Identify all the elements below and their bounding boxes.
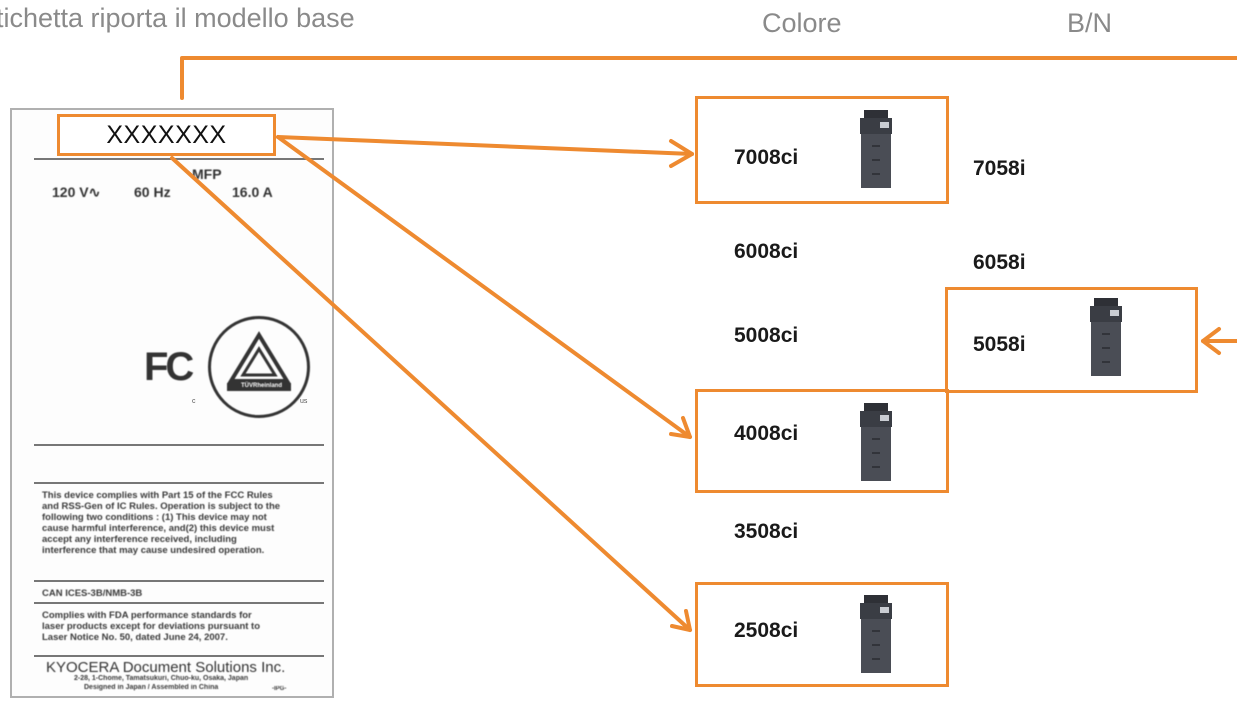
tuv-triangle-icon [227, 331, 291, 391]
arrow-line-7008ci [276, 135, 694, 156]
column-header-bw: B/N [1067, 8, 1113, 38]
fcc-logo: FC [144, 345, 194, 389]
arrow-line-4008ci [276, 135, 692, 439]
model-tag-text: XXXXXXX [106, 120, 227, 149]
manufacturer-name: KYOCERA Document Solutions Inc. [46, 659, 286, 676]
column-header-color: Colore [762, 8, 842, 38]
label-frequency: 60 Hz [134, 184, 171, 200]
model-color-4008ci: 4008ci [734, 422, 799, 445]
tuv-us-mark: us [300, 398, 308, 405]
arrowhead-7008ci [669, 139, 694, 168]
origin-text: Designed in Japan / Assembled in China [84, 684, 219, 691]
tuv-text: TÜVRheinland [241, 383, 283, 389]
label-divider [34, 444, 324, 446]
highlight-box-2508ci [695, 582, 949, 687]
highlight-box-5058i [945, 287, 1198, 393]
model-color-2508ci: 2508ci [734, 619, 799, 642]
model-color-3508ci: 3508ci [734, 520, 799, 543]
tuv-logo: TÜVRheinland [208, 316, 310, 418]
model-tag-box: XXXXXXX [57, 114, 276, 156]
model-bw-6058i: 6058i [973, 251, 1026, 274]
fcc-compliance-text: This device complies with Part 15 of the… [42, 490, 281, 556]
arrowhead-4008ci [669, 416, 692, 439]
ices-text: CAN ICES-3B/NMB-3B [42, 588, 143, 599]
label-mfp: MFP [192, 166, 222, 182]
model-bw-7058i: 7058i [973, 157, 1026, 180]
highlight-box-4008ci [695, 389, 949, 493]
printer-7008ci-icon [860, 110, 892, 188]
printer-4008ci-icon [860, 403, 892, 481]
model-color-7008ci: 7008ci [734, 146, 799, 169]
model-color-6008ci: 6008ci [734, 240, 799, 263]
label-divider [34, 655, 324, 657]
label-divider [34, 158, 324, 160]
label-divider [34, 580, 324, 582]
tuv-c-mark: c [192, 398, 196, 405]
label-code: -IPG- [272, 686, 287, 692]
printer-2508ci-icon [860, 595, 892, 673]
label-divider [34, 482, 324, 484]
model-bw-5058i: 5058i [973, 333, 1026, 356]
label-current: 16.0 A [232, 184, 273, 200]
printer-5058i-icon [1090, 298, 1122, 376]
arrowhead-2508ci [670, 609, 692, 632]
label-voltage: 120 V∿ [52, 184, 101, 200]
fda-compliance-text: Complies with FDA performance standards … [42, 610, 261, 643]
bracket-line [180, 56, 1237, 100]
model-color-5008ci: 5008ci [734, 324, 799, 347]
label-divider [34, 602, 324, 604]
header-caption: tichetta riporta il modello base [0, 3, 355, 33]
product-label-sheet: MFP 120 V∿ 60 Hz 16.0 A FC TÜVRheinland … [10, 108, 334, 698]
arrowhead-5058i [1201, 327, 1221, 355]
manufacturer-address: 2-28, 1-Chome, Tamatsukuri, Chuo-ku, Osa… [74, 675, 249, 682]
